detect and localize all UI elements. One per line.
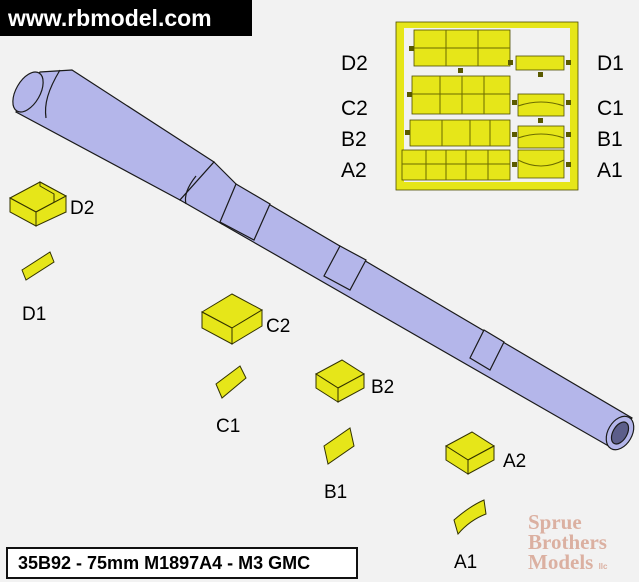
part-a2-shape [445,431,495,475]
photo-etch-fret [395,21,579,191]
watermark-line-2: Brothers [528,530,607,554]
part-b1-shape [323,427,355,465]
watermark-line-3: Models [528,550,594,574]
fret-label-right-c1: C1 [597,97,624,120]
sprue-brothers-watermark-logo: Sprue Brothers Models llc [528,512,633,576]
part-c1-shape [215,365,247,399]
watermark-line-1: Sprue [528,510,582,534]
part-label-c2: C2 [266,316,291,337]
part-label-c1: C1 [216,416,241,437]
product-title-bar: 35B92 - 75mm M1897A4 - M3 GMC [6,547,358,579]
fret-label-left-c2: C2 [341,97,368,120]
gun-barrel [12,69,635,451]
part-b2-shape [315,359,365,403]
fret-label-right-d1: D1 [597,52,624,75]
part-label-b2: B2 [371,377,395,398]
watermark-suffix: llc [598,562,608,571]
part-label-d2: D2 [70,198,95,219]
part-d2-shape [8,181,68,227]
part-label-d1: D1 [22,304,47,325]
fret-label-right-b1: B1 [597,128,623,151]
fret-label-right-a1: A1 [597,159,623,182]
fret-label-left-a2: A2 [341,159,367,182]
part-label-a1: A1 [454,552,478,573]
fret-label-left-b2: B2 [341,128,367,151]
part-d1-shape [21,251,55,281]
watermark-line-3-wrap: Models llc [528,552,633,577]
fret-label-left-d2: D2 [341,52,368,75]
part-a1-shape [453,499,487,536]
site-url-banner: www.rbmodel.com [0,0,252,36]
part-label-b1: B1 [324,482,348,503]
part-label-a2: A2 [503,451,527,472]
part-c2-shape [200,293,264,345]
